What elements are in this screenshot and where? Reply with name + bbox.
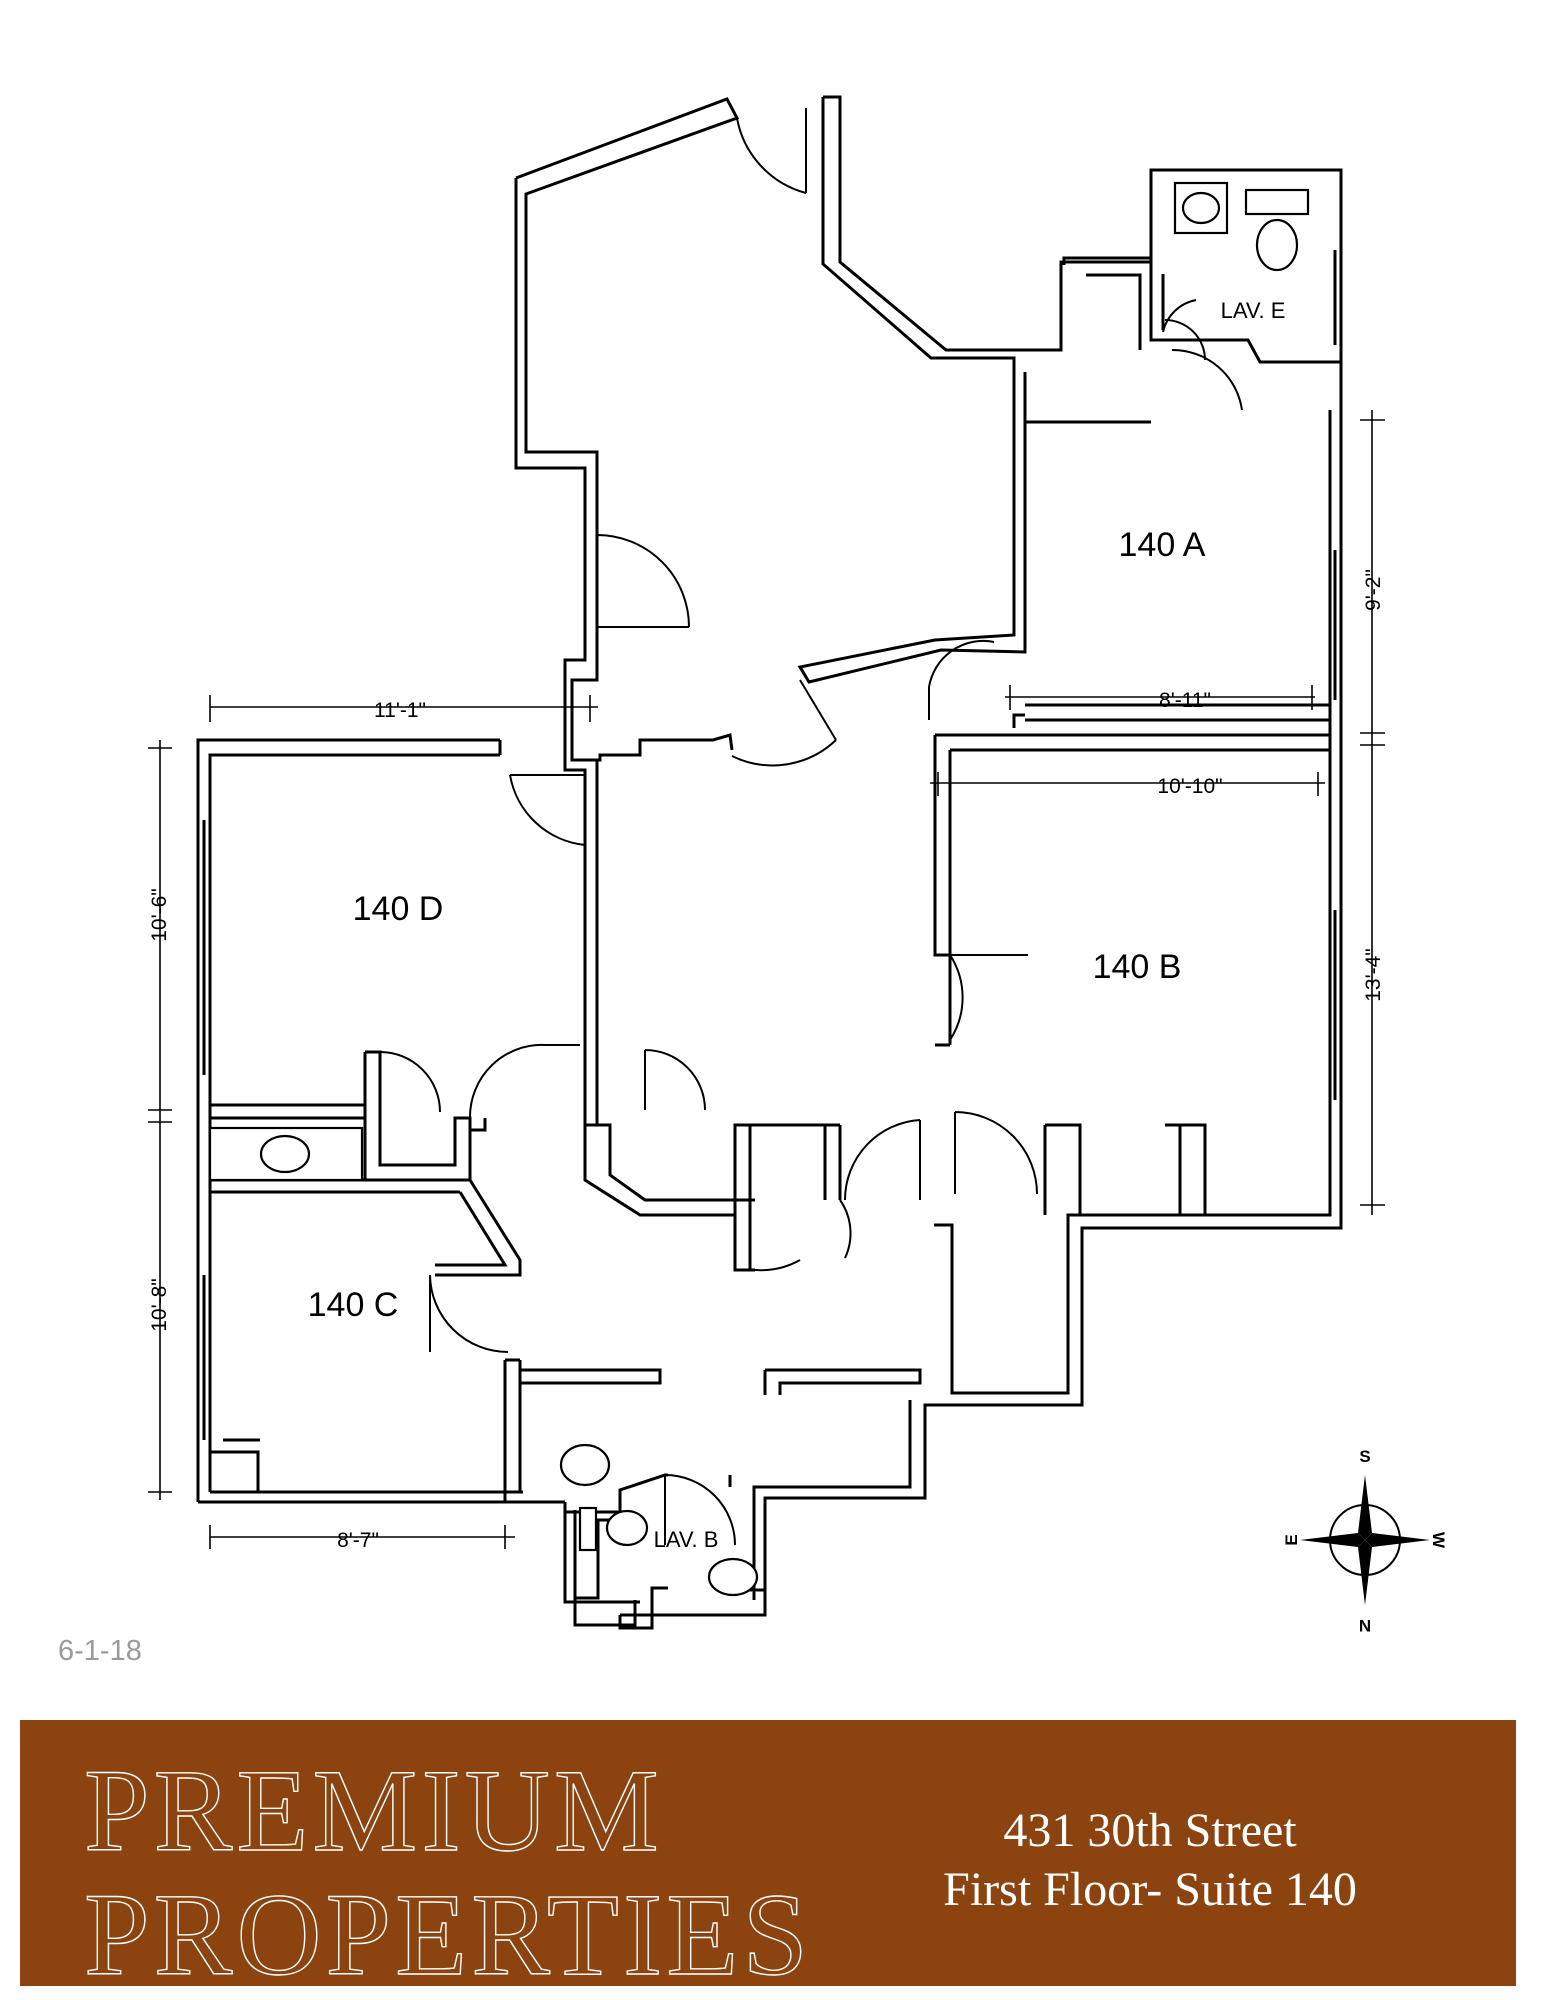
compass-south-label: S [1359, 1447, 1370, 1466]
brand-line-1: PREMIUM [83, 1745, 663, 1876]
dimension-label: 10'-10" [1157, 775, 1222, 798]
brand-line-2: PROPERTIES [83, 1869, 812, 2000]
room-label-140a: 140 A [1119, 526, 1206, 564]
room-label-140c: 140 C [308, 1286, 399, 1324]
property-address: 431 30th Street First Floor- Suite 140 [900, 1802, 1400, 1919]
toilet-tank-icon [1244, 188, 1310, 216]
compass-needle-icon [1358, 1475, 1372, 1540]
dimension-lines [148, 410, 1385, 1549]
brand-logo: PREMIUM PROPERTIES [83, 1745, 812, 2000]
toilet-tank-icon [578, 1506, 598, 1552]
windows [202, 250, 1337, 1440]
compass-east-label: E [1282, 1534, 1301, 1545]
sink-icon [559, 1443, 611, 1487]
compass-rose: S N E W [1282, 1447, 1448, 1635]
dimension-label: 11'-1" [374, 699, 426, 722]
footer-banner: PREMIUM PROPERTIES 431 30th Street First… [20, 1720, 1516, 1994]
room-label-140b: 140 B [1093, 948, 1182, 986]
toilet-icon [1255, 218, 1299, 272]
lav-label-b: LAV. B [654, 1527, 719, 1552]
plumbing-fixtures [208, 181, 1310, 1597]
address-suite: First Floor- Suite 140 [943, 1862, 1357, 1916]
lav-label-e: LAV. E [1221, 298, 1286, 323]
interior-walls [210, 256, 1341, 1600]
dimension-label: 9'-2" [1362, 569, 1385, 611]
toilet-icon [605, 1509, 649, 1547]
dimension-label: 8'-7" [337, 1529, 379, 1552]
plan-date: 6-1-18 [58, 1635, 142, 1667]
doors [379, 108, 1243, 1546]
dimension-label: 10'-6" [148, 888, 171, 942]
dimension-label: 10'-8" [148, 1278, 171, 1332]
sink-icon [707, 1557, 759, 1597]
dimension-label: 8'-11" [1159, 689, 1211, 712]
room-label-140d: 140 D [353, 890, 444, 928]
exterior-walls [196, 95, 1343, 1630]
sink-icon [259, 1134, 311, 1174]
address-street: 431 30th Street [1003, 1804, 1297, 1857]
compass-west-label: W [1429, 1532, 1448, 1549]
dimension-label: 13'-4" [1362, 948, 1385, 1002]
floor-plan: 11'-1" 8'-11" 10'-10" 8'-7" 10'-6" 10'-8… [148, 95, 1448, 1635]
compass-north-label: N [1359, 1616, 1371, 1635]
